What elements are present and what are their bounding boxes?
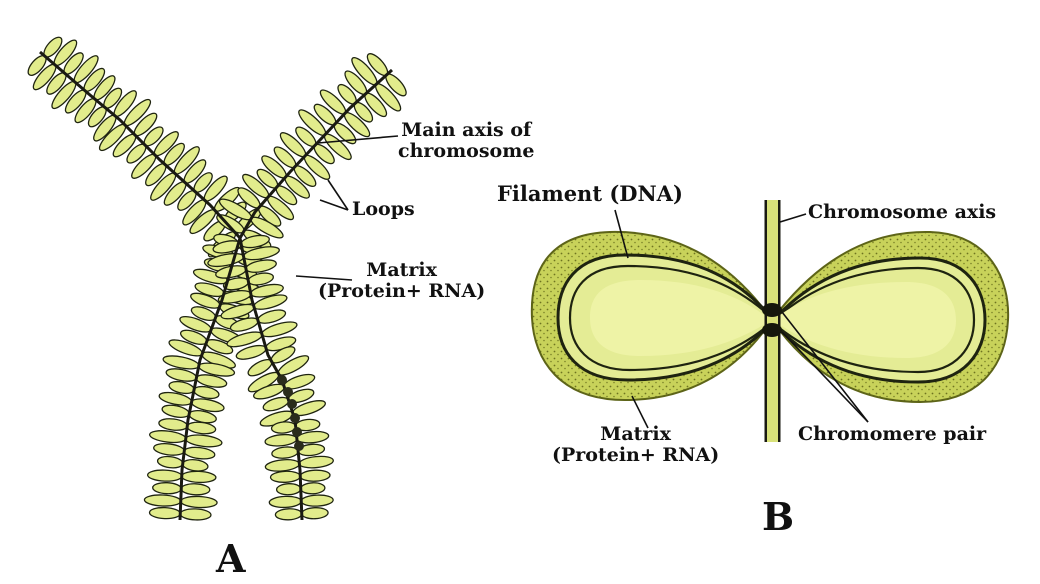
loop xyxy=(265,458,300,472)
label-filament: Filament (DNA) xyxy=(497,182,683,206)
chromomere-bead xyxy=(290,413,300,423)
chromomere-bottom xyxy=(762,323,782,337)
panel-letter-a: A xyxy=(216,538,245,581)
chromomere-bead xyxy=(287,399,297,409)
loop xyxy=(147,469,182,481)
label-main-axis: Main axis of chromosome xyxy=(398,120,534,163)
loop xyxy=(300,482,325,494)
loop xyxy=(149,507,180,519)
loop xyxy=(152,482,181,494)
label-matrix-b-line2: (Protein+ RNA) xyxy=(552,445,719,466)
loop xyxy=(181,483,210,495)
label-matrix-a: Matrix (Protein+ RNA) xyxy=(318,260,485,303)
chromomere-bead xyxy=(294,441,304,451)
loop xyxy=(180,508,211,520)
panel-b-loop-pair xyxy=(532,200,1008,442)
loop xyxy=(275,508,302,520)
chromomere-top xyxy=(762,303,782,317)
label-matrix-b-line1: Matrix xyxy=(552,424,719,445)
chromomere-bead xyxy=(277,375,287,385)
label-matrix-b: Matrix (Protein+ RNA) xyxy=(552,424,719,467)
loop xyxy=(270,471,300,483)
loop xyxy=(180,496,217,508)
loop xyxy=(300,470,330,482)
label-matrix-a-line1: Matrix xyxy=(318,260,485,281)
label-chromosome-axis: Chromosome axis xyxy=(808,202,996,223)
label-main-axis-line2: chromosome xyxy=(398,141,534,162)
loop xyxy=(182,458,209,472)
leader-loops-2 xyxy=(328,180,348,210)
label-loops: Loops xyxy=(352,199,415,220)
loop xyxy=(153,442,185,457)
loop xyxy=(276,483,301,495)
loop xyxy=(161,403,190,419)
loop xyxy=(144,494,181,506)
loop xyxy=(184,446,216,461)
panel-letter-b: B xyxy=(762,496,794,539)
loop xyxy=(269,496,301,508)
loop xyxy=(185,433,222,448)
chromosome-axis-fill xyxy=(767,200,778,442)
leader-chromosome-axis xyxy=(780,214,806,222)
label-chromomere-pair: Chromomere pair xyxy=(798,424,986,445)
chromomere-bead xyxy=(283,387,293,397)
loop xyxy=(157,455,184,469)
chromomere-bead xyxy=(292,427,302,437)
loop xyxy=(299,455,334,469)
label-matrix-a-line2: (Protein+ RNA) xyxy=(318,281,485,302)
loop xyxy=(149,429,186,444)
label-main-axis-line1: Main axis of xyxy=(398,120,534,141)
loop xyxy=(158,417,188,431)
loop xyxy=(301,494,333,506)
loop xyxy=(265,433,298,447)
loop xyxy=(301,507,328,519)
loop xyxy=(181,471,216,483)
